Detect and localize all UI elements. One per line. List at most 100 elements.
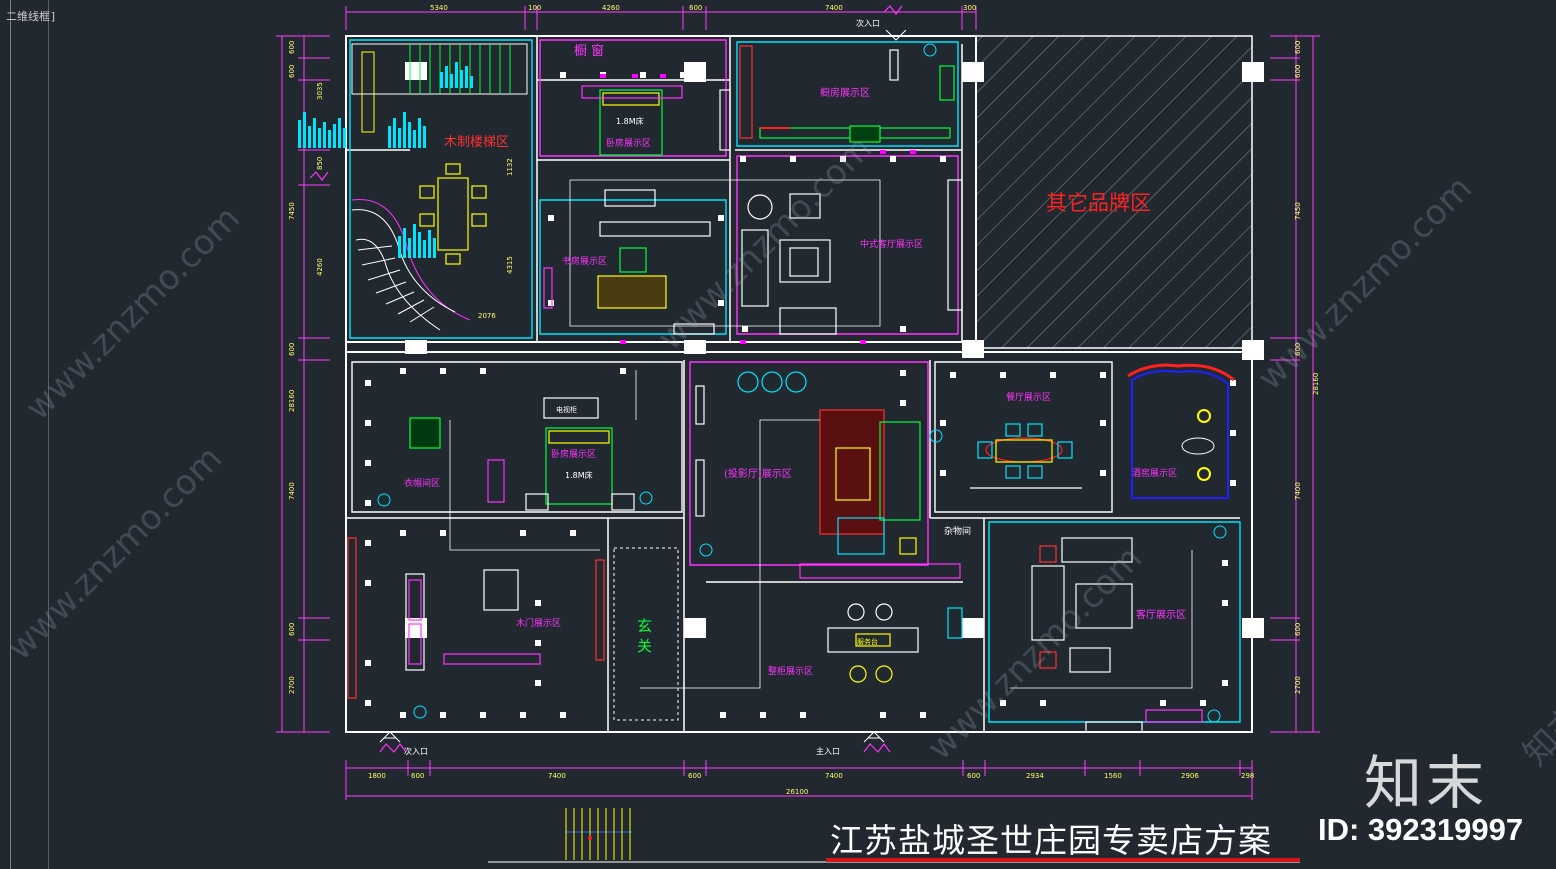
label-storage: 杂物间 [944,525,971,537]
dim-left-6: 4260 [316,258,324,276]
label-living: 客厅展示区 [1136,608,1186,621]
dim-bottom-2: 600 [411,772,424,780]
wood-door-furniture [347,537,605,699]
label-wine: 酒窖展示区 [1132,467,1177,479]
label-tv-cabinet: 电视柜 [556,405,577,414]
label-entrance-top: 次入口 [856,18,880,28]
label-kitchen: 橱房展示区 [820,86,870,99]
plants [377,43,1227,723]
dim-left-1: 600 [288,41,296,54]
label-service-desk: 服务台 [857,637,878,646]
circulation-lines [449,179,1193,689]
dim-right-5: 7400 [1294,482,1302,500]
label-dining: 餐厅展示区 [1006,391,1051,403]
label-foyer: 玄 关 [635,618,653,653]
dim-left-10: 2700 [288,676,296,694]
dimension-texts-vertical: 600 600 3035 850 7450 4260 600 28160 740… [288,41,1320,694]
dining-set-top [419,163,487,265]
dim-bottom-6: 600 [967,772,980,780]
dim-right-7: 2700 [1294,676,1302,694]
foyer-outline [613,547,679,721]
dim-bottom-1: 1800 [368,772,386,780]
other-brand-hatch [975,35,1253,349]
dim-top-5: 7400 [825,4,843,12]
dim-right-2: 600 [1294,65,1302,78]
entrance-arrows [379,29,907,743]
dim-left-5: 7450 [288,202,296,220]
label-cloak: 衣帽间区 [404,477,440,489]
drawing-title: 江苏盐城圣世庄园专卖店方案 [830,821,1272,860]
wall-posts [365,72,1236,718]
wine-cellar [1127,363,1235,499]
entrance-figures [309,5,903,753]
study-furniture [543,221,715,335]
dim-left-4: 850 [316,157,324,170]
room-labels: 木制楼梯区 橱 窗 橱房展示区 卧房展示区 1.8M床 书房展示区 中式客厅展示… [404,18,1186,756]
dim-left-7: 600 [288,343,296,356]
label-other-brand: 其它品牌区 [1046,191,1151,215]
dim-inner-2: 4315 [506,256,514,274]
label-window: 橱 窗 [574,43,604,59]
label-bed2: 1.8M床 [565,470,593,480]
dining-furniture [970,423,1082,489]
dim-bottom-7: 2934 [1026,772,1044,780]
dim-right-6: 600 [1294,623,1302,636]
dim-top-3: 4260 [602,4,620,12]
dim-bottom-4: 600 [688,772,701,780]
bedroom1-furniture [581,85,731,207]
cabinet-furniture [799,563,963,683]
viewport-edge-line [10,0,11,869]
label-cn-living: 中式客厅展示区 [860,238,923,250]
dim-top-2: 100 [528,4,541,12]
dim-bottom-5: 7400 [825,772,843,780]
dim-bottom-9: 2906 [1181,772,1199,780]
viewport-label[interactable]: 二维线框] [6,10,57,23]
dim-bottom-total: 26100 [786,788,808,796]
dim-left-9: 600 [288,623,296,636]
dim-left-3: 3035 [316,82,324,100]
dimension-lines [276,6,1320,800]
label-study: 书房展示区 [562,255,607,267]
bedroom2-furniture [409,397,635,511]
decor-cyan-bars [298,62,473,258]
label-cabinet: 整柜展示区 [768,665,813,677]
label-projector: (投影厅)展示区 [724,467,792,480]
label-bedroom1: 卧房展示区 [606,137,651,149]
cn-living-furniture [741,179,963,335]
colored-boundaries [349,39,1241,723]
dim-right-1: 600 [1294,41,1302,54]
outer-walls [345,35,1253,733]
dimension-texts: 5340 100 4260 600 7400 300 1800 600 7400… [368,4,1254,796]
projector-hall-furniture [695,371,921,555]
drawing-id: ID: 392319997 [1318,812,1524,847]
dim-left-8: 7400 [288,482,296,500]
legend-box [488,808,1300,863]
dim-top-4: 600 [689,4,702,12]
dim-top-6: 300 [963,4,976,12]
label-wood-door: 木门展示区 [516,617,561,629]
label-bedroom2: 卧房展示区 [551,448,596,460]
dim-bottom-8: 1560 [1104,772,1122,780]
viewport-guide-line [48,0,49,869]
label-entrance-main: 主入口 [816,746,840,756]
kitchen-furniture [739,45,955,143]
dim-bottom-3: 7400 [548,772,566,780]
dim-bottom-10: 298 [1241,772,1254,780]
label-stair: 木制楼梯区 [444,135,509,150]
staircase [351,43,528,331]
label-entrance-bottom-left: 次入口 [404,746,428,756]
dim-left-2: 600 [288,65,296,78]
dim-inner-1: 1132 [506,158,514,176]
dim-left-total: 28160 [288,390,296,412]
title-underline [826,858,1300,862]
dim-right-total: 28160 [1312,373,1320,395]
watermark-logo: 知末 [1364,749,1489,817]
dim-right-3: 7450 [1294,202,1302,220]
dim-top-1: 5340 [430,4,448,12]
wall-markers [600,74,916,344]
label-bed1: 1.8M床 [616,116,644,126]
dim-right-4: 600 [1294,343,1302,356]
dim-inner-3: 2076 [478,312,496,320]
living-furniture [1031,537,1203,733]
